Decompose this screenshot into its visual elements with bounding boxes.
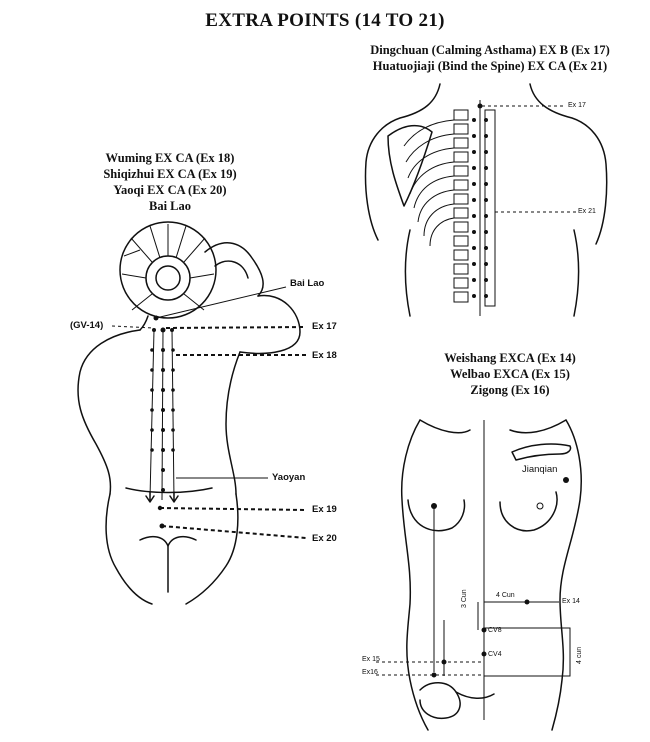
label-cv4: CV4 — [488, 651, 502, 658]
ex16-point — [431, 672, 437, 678]
label-spine-ex17: Ex 17 — [568, 102, 586, 109]
left-breast — [407, 499, 466, 532]
torso-right — [225, 351, 241, 495]
front-figure — [376, 419, 582, 731]
thoracic-left-outline — [364, 83, 441, 241]
label-back-ex17: Ex 17 — [312, 321, 337, 332]
top-caption: Dingchuan (Calming Asthama) EX B (Ex 17)… — [330, 42, 650, 74]
caption-bai-lao: Bai Lao — [148, 199, 192, 213]
label-yaoyan: Yaoyan — [272, 472, 306, 483]
caption-wuming: Wuming EX CA (Ex 18) — [105, 151, 235, 165]
label-ex18: Ex 18 — [312, 350, 337, 361]
ex14-point — [524, 599, 530, 605]
hair-bun-inner — [155, 265, 181, 291]
raised-hand — [204, 242, 264, 297]
cv8-point — [481, 627, 487, 633]
waist-curve — [125, 487, 213, 494]
spine-line-right — [171, 329, 175, 501]
leader-ex20 — [161, 525, 307, 539]
pelvis-pubic — [455, 691, 495, 699]
thoracic-right-waist — [573, 229, 580, 317]
spine-arrow-left — [145, 491, 155, 503]
spine-line-mid — [161, 329, 164, 501]
four-cun-bracket — [484, 627, 571, 677]
hand-fingers — [214, 260, 249, 279]
thoracic-right-outline — [529, 83, 608, 245]
hip-left — [105, 493, 153, 605]
clavicle — [511, 443, 572, 461]
leader-gv14 — [111, 325, 155, 329]
label-four-cun-horizontal: 4 Cun — [496, 592, 515, 599]
label-ex16: Ex16 — [362, 669, 378, 676]
front-right-outline — [551, 419, 582, 731]
caption-huatuojiaji: Huatuojiaji (Bind the Spine) EX CA (Ex 2… — [372, 59, 608, 73]
caption-shiqizhui: Shiqizhui EX CA (Ex 19) — [103, 167, 237, 181]
label-gv14: (GV-14) — [70, 320, 104, 331]
spine-points — [150, 315, 175, 529]
huatuojiaji-band — [484, 109, 496, 307]
label-ex14: Ex 14 — [562, 598, 580, 605]
left-caption: Wuming EX CA (Ex 18) Shiqizhui EX CA (Ex… — [90, 150, 250, 214]
caption-weishang: Weishang EXCA (Ex 14) — [444, 351, 576, 365]
front-left-outline — [400, 419, 429, 731]
scapula — [387, 124, 433, 207]
raised-arm — [239, 294, 301, 355]
gluteal-crease — [139, 535, 197, 547]
caption-yaoqi: Yaoqi EX CA (Ex 20) — [113, 183, 227, 197]
ribs — [403, 119, 455, 247]
label-four-cun-vertical: 4 cun — [576, 646, 583, 664]
label-three-cun: 3 Cun — [461, 589, 468, 608]
leader-ex19 — [159, 507, 307, 511]
caption-welbao: Welbao EXCA (Ex 15) — [450, 367, 570, 381]
page-title: EXTRA POINTS (14 TO 21) — [205, 10, 445, 31]
right-breast — [499, 491, 558, 532]
label-ex15: Ex 15 — [362, 656, 380, 663]
neck-left — [139, 315, 149, 331]
cv4-point — [481, 651, 487, 657]
right-nipple — [536, 502, 544, 510]
hair-strands — [121, 224, 215, 311]
caption-zigong: Zigong (Ex 16) — [470, 383, 550, 397]
head-outline — [119, 221, 217, 319]
spine-line-left — [149, 329, 155, 499]
back-figure — [77, 221, 307, 605]
pelvis-left — [419, 682, 461, 720]
thoracic-figure — [364, 83, 608, 317]
right-shoulder — [509, 419, 567, 434]
torso-left — [77, 329, 141, 495]
label-spine-ex21: Ex 21 — [578, 208, 596, 215]
label-cv8: CV8 — [488, 627, 502, 634]
caption-dingchuan: Dingchuan (Calming Asthama) EX B (Ex 17) — [370, 43, 610, 57]
hair-bun — [145, 255, 191, 301]
vertebrae — [453, 109, 469, 303]
leader-bai-lao — [155, 286, 287, 319]
label-ex19: Ex 19 — [312, 504, 337, 515]
huatuojiaji-points — [472, 103, 488, 298]
hip-right — [185, 493, 239, 605]
right-caption: Weishang EXCA (Ex 14) Welbao EXCA (Ex 15… — [400, 350, 620, 398]
label-jianqian: Jianqian — [522, 464, 558, 475]
jianqian-point — [563, 477, 569, 483]
leader-ex17 — [165, 326, 307, 329]
spine-arrow-right — [169, 491, 179, 503]
label-ex20: Ex 20 — [312, 533, 337, 544]
label-bai-lao: Bai Lao — [290, 278, 325, 289]
left-shoulder — [419, 419, 471, 434]
thoracic-left-waist — [404, 229, 411, 317]
